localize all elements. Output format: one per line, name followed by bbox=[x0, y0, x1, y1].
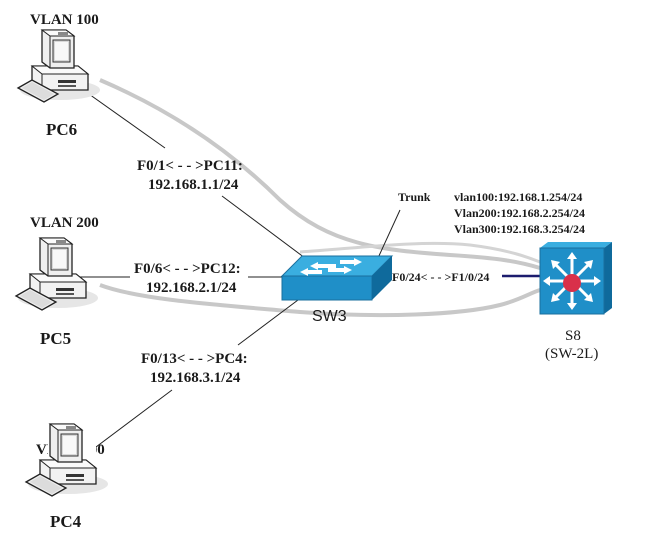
link-pc4-port-label: F0/13< - - >PC4: bbox=[141, 351, 248, 367]
link-pc6-line-b bbox=[221, 195, 306, 259]
pc5-vlan-label: VLAN 200 bbox=[30, 215, 99, 231]
link-pc4-ip-label: 192.168.3.1/24 bbox=[150, 370, 241, 386]
pc4-name-label: PC4 bbox=[50, 512, 82, 531]
switch-arrows-icon bbox=[300, 258, 362, 276]
link-pc6-port-label: F0/1< - - >PC11: bbox=[137, 158, 243, 174]
svi-vlan300: Vlan300:192.168.3.254/24 bbox=[454, 222, 585, 236]
sw3-label: SW3 bbox=[312, 308, 347, 325]
pc6[interactable] bbox=[17, 29, 101, 103]
link-pc4-line-a bbox=[237, 299, 299, 346]
computer-icon bbox=[17, 29, 101, 103]
link-pc6-ip-label: 192.168.1.1/24 bbox=[148, 177, 239, 193]
s8-subtitle-label: (SW-2L) bbox=[545, 346, 598, 362]
s8-core-switch[interactable] bbox=[539, 242, 612, 315]
router-core-dot bbox=[563, 274, 581, 292]
vlan200-path bbox=[99, 283, 541, 318]
link-pc5-ip-label: 192.168.2.1/24 bbox=[146, 280, 237, 296]
computer-icon bbox=[15, 237, 99, 311]
trunk-pointer-line bbox=[377, 209, 401, 259]
sw3-switch[interactable] bbox=[280, 255, 394, 301]
uplink-label: F0/24< - - >F1/0/24 bbox=[392, 270, 489, 284]
vlan100-path bbox=[99, 78, 541, 270]
pc4[interactable] bbox=[25, 422, 109, 497]
trunk-label: Trunk bbox=[398, 190, 431, 204]
s8-name-label: S8 bbox=[565, 328, 581, 344]
pc6-name-label: PC6 bbox=[46, 120, 77, 139]
pc5[interactable] bbox=[15, 237, 99, 311]
svi-vlan100: vlan100:192.168.1.254/24 bbox=[454, 190, 582, 204]
vlan-trunk-path bbox=[299, 241, 541, 264]
link-pc5-port-label: F0/6< - - >PC12: bbox=[134, 261, 241, 277]
svi-vlan200: Vlan200:192.168.2.254/24 bbox=[454, 206, 585, 220]
pc5-name-label: PC5 bbox=[40, 329, 71, 348]
pc6-vlan-label: VLAN 100 bbox=[30, 12, 99, 28]
